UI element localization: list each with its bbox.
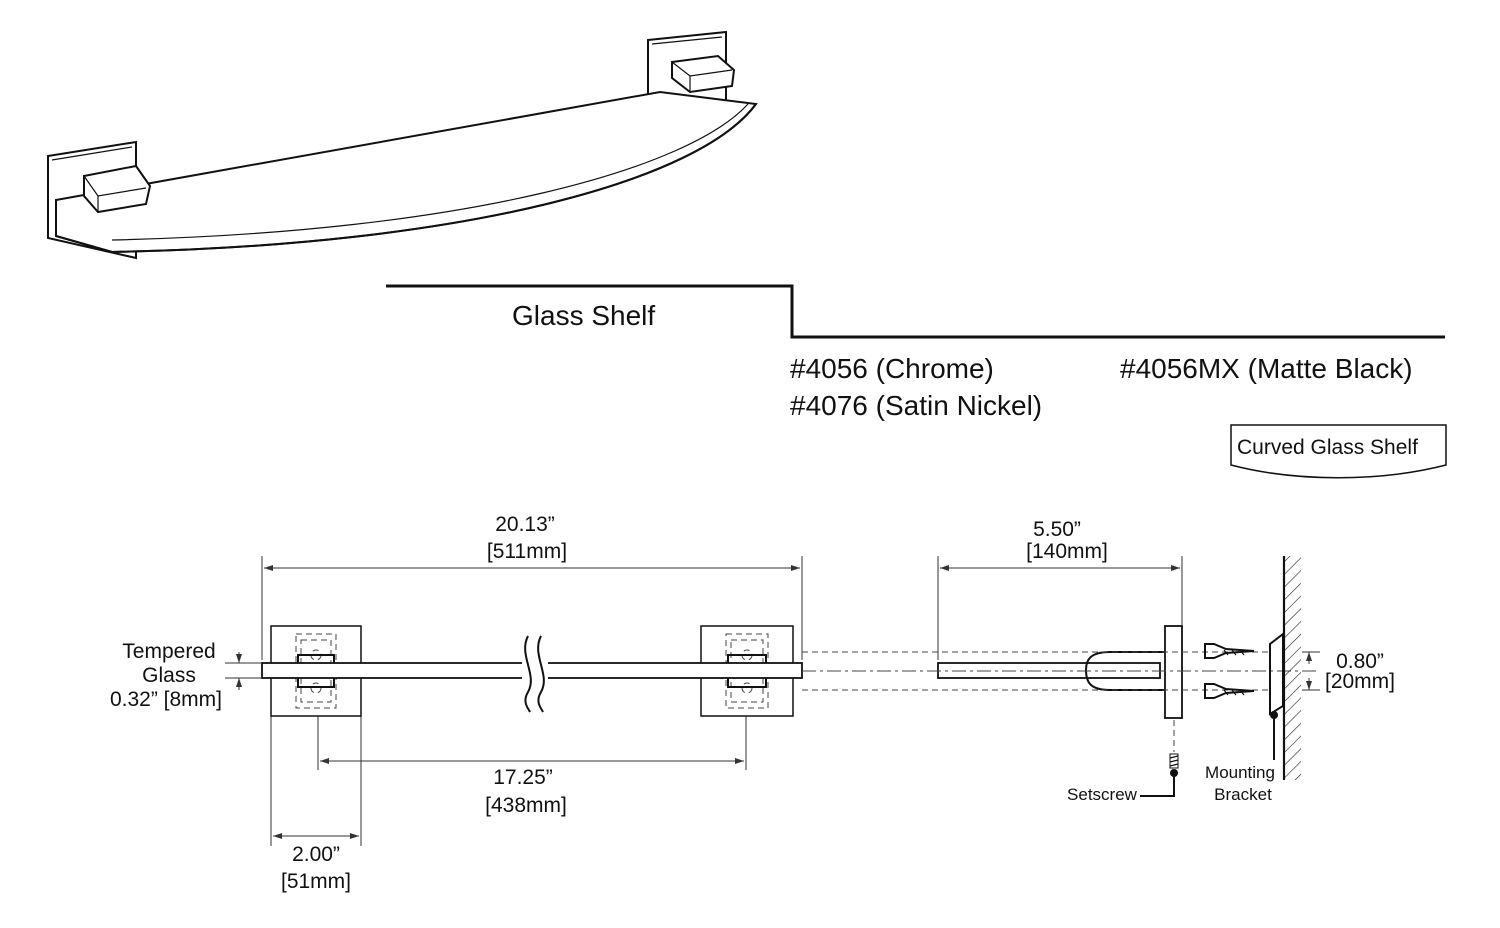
bracket-height-imperial: 0.80” xyxy=(1336,650,1384,673)
glass-thickness: 0.32” [8mm] xyxy=(110,688,222,711)
glass-label-line2: Glass xyxy=(142,664,196,687)
shelf-illustration xyxy=(47,30,758,260)
overall-length-metric: [511mm] xyxy=(487,540,567,563)
model-matte-black: #4056MX (Matte Black) xyxy=(1120,353,1413,384)
glass-label-line1: Tempered xyxy=(122,640,215,663)
side-view xyxy=(802,556,1320,797)
setscrew-label: Setscrew xyxy=(1067,785,1138,804)
plate-width-imperial: 2.00” xyxy=(292,843,340,866)
bracket-label-line2: Bracket xyxy=(1214,785,1272,804)
front-view xyxy=(225,556,803,846)
shape-badge-label: Curved Glass Shelf xyxy=(1237,436,1418,459)
wall-screw-upper xyxy=(1204,643,1255,659)
plate-width-metric: [51mm] xyxy=(281,870,351,893)
depth-imperial: 5.50” xyxy=(1033,518,1081,541)
mount-centers-imperial: 17.25” xyxy=(493,766,553,789)
bracket-height-metric: [20mm] xyxy=(1325,670,1395,693)
mount-centers-metric: [438mm] xyxy=(485,794,567,817)
bracket-label-line1: Mounting xyxy=(1205,763,1275,782)
model-chrome: #4056 (Chrome) xyxy=(790,353,994,384)
model-satin-nickel: #4076 (Satin Nickel) xyxy=(790,390,1042,421)
shape-badge: Curved Glass Shelf xyxy=(1230,424,1447,479)
product-title: Glass Shelf xyxy=(512,300,655,331)
depth-metric: [140mm] xyxy=(1026,540,1108,563)
wall xyxy=(1285,556,1301,780)
overall-length-imperial: 20.13” xyxy=(495,513,555,536)
wall-screw-lower xyxy=(1204,683,1255,699)
mounting-bracket xyxy=(1269,631,1284,716)
backplate xyxy=(1164,625,1183,719)
title-rule xyxy=(386,284,1445,339)
